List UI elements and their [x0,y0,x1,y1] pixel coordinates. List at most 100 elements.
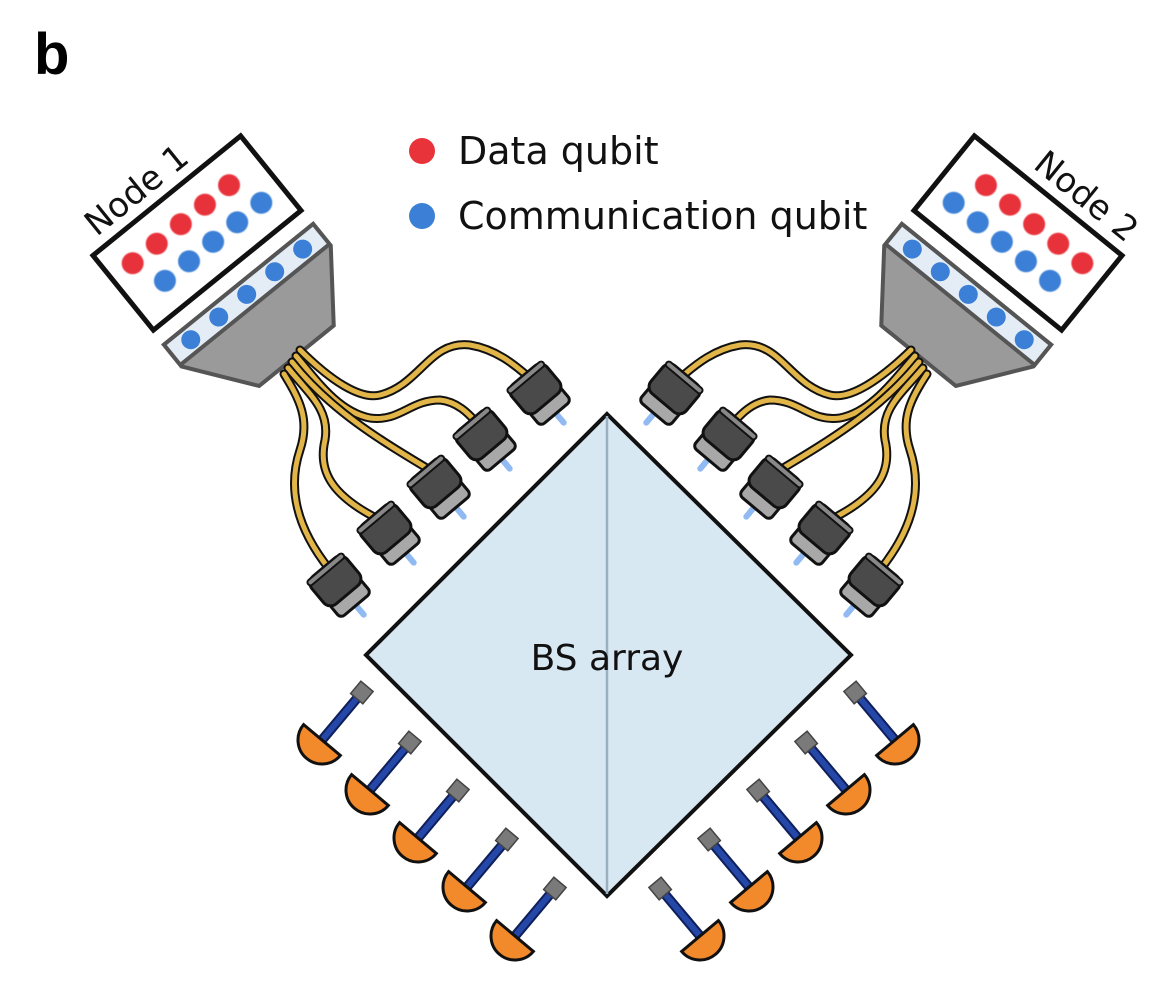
detector-left [441,827,520,913]
communication-qubit [202,230,225,253]
detector-cup [344,772,391,816]
detector-cap [542,876,568,901]
detector-cap [647,876,673,901]
interface-communication-qubit [1014,330,1034,350]
panel-label: b [34,22,70,87]
detector-cup [679,918,726,962]
interface-communication-qubit [209,307,229,327]
detector-cap [349,680,375,705]
node-1-photonic-interface [161,221,336,389]
communication-qubit [178,250,201,273]
node-2-fiber [677,342,914,399]
node-1-fiber-coupler [406,454,471,520]
detector-cup [825,772,872,816]
detector-cap [842,680,868,705]
coupler-rim [814,500,854,535]
data-qubit [1047,232,1070,255]
node-1-fiber [285,365,383,523]
detector-stem [758,791,801,840]
detector-cup [728,869,775,913]
detectors [296,680,921,962]
detector-stem [319,693,362,742]
legend-label-data-qubit: Data qubit [458,129,659,173]
detector-right [696,827,775,913]
legend-item-communication-qubit: Communication qubit [409,194,867,238]
detector-cup [874,722,921,766]
coupler-rim [718,406,758,441]
interface-communication-qubit [930,262,950,282]
data-qubit [1071,252,1094,275]
node-2-fiber [827,365,926,523]
detector-cup [489,918,536,962]
fiber-couplers [306,360,904,618]
coupler-rim [664,360,704,395]
node-2-fiber-coupler [739,454,804,520]
coupler-rim [864,552,904,587]
node-2-assembly: Node 2 [879,132,1146,389]
detector-left [296,680,375,766]
detector-cap [745,778,771,803]
communication-qubit [966,211,989,234]
node-1-register-box [89,132,305,334]
detector-left [392,778,471,864]
coupler-rim [506,360,546,395]
detector-cap [397,730,423,755]
node-1-fiber [281,371,333,573]
node-2-fiber [877,371,930,573]
node-1-fiber [293,353,481,427]
communication-qubit [250,191,273,214]
node-2-fiber-coupler [789,500,854,566]
legend: Data qubit Communication qubit [409,129,867,238]
detector-cup [441,869,488,913]
beam-splitter-array: BS array [363,411,854,899]
interface-communication-qubit [181,330,201,350]
communication-qubit-swatch [409,203,435,229]
node-2: Node 2 [879,132,1146,389]
optical-fibers [279,340,932,575]
detector-left [344,730,423,816]
detector-stem [415,791,458,840]
node-1-fiber-coupler [506,360,571,426]
data-qubit [974,174,997,197]
node-1-fiber-coupler [356,500,421,566]
data-qubit [145,232,168,255]
detector-cap [793,730,819,755]
detector-stem [512,889,555,938]
detector-stem [806,743,849,792]
node-2-fiber [777,359,922,473]
data-qubit [121,252,144,275]
data-qubit-swatch [409,138,435,164]
data-qubit [169,213,192,236]
detector-cup [392,820,439,864]
communication-qubit [1014,250,1037,273]
coupler-rim [452,406,492,441]
node-1-fiber [297,342,533,399]
node-2-fiber-coupler [639,360,704,426]
node-1-fiber-coupler [452,406,517,472]
data-qubit [1023,213,1046,236]
node-2-register-box [910,132,1126,334]
bs-array-diamond [363,411,854,899]
detector-stem [367,743,410,792]
interface-communication-qubit [986,307,1006,327]
detector-right [793,730,872,816]
detector-right [745,778,824,864]
communication-qubit [153,269,176,292]
detector-cap [494,827,520,852]
coupler-rim [306,552,346,587]
coupler-rim [356,500,396,535]
interface-communication-qubit [265,262,285,282]
interface-communication-qubit [237,284,257,304]
node-1-fiber-coupler [306,552,371,618]
detector-cup [777,820,824,864]
detector-stem [464,840,507,889]
bs-array-label: BS array [531,638,684,679]
node-2-fiber [729,353,918,427]
node-2-photonic-interface [879,221,1054,389]
node-2-fiber-coupler [839,552,904,618]
node-2-fiber-coupler [693,406,758,472]
communication-qubit [1039,269,1062,292]
interface-communication-qubit [902,239,922,259]
detector-cap [696,827,722,852]
detector-cap [445,778,471,803]
